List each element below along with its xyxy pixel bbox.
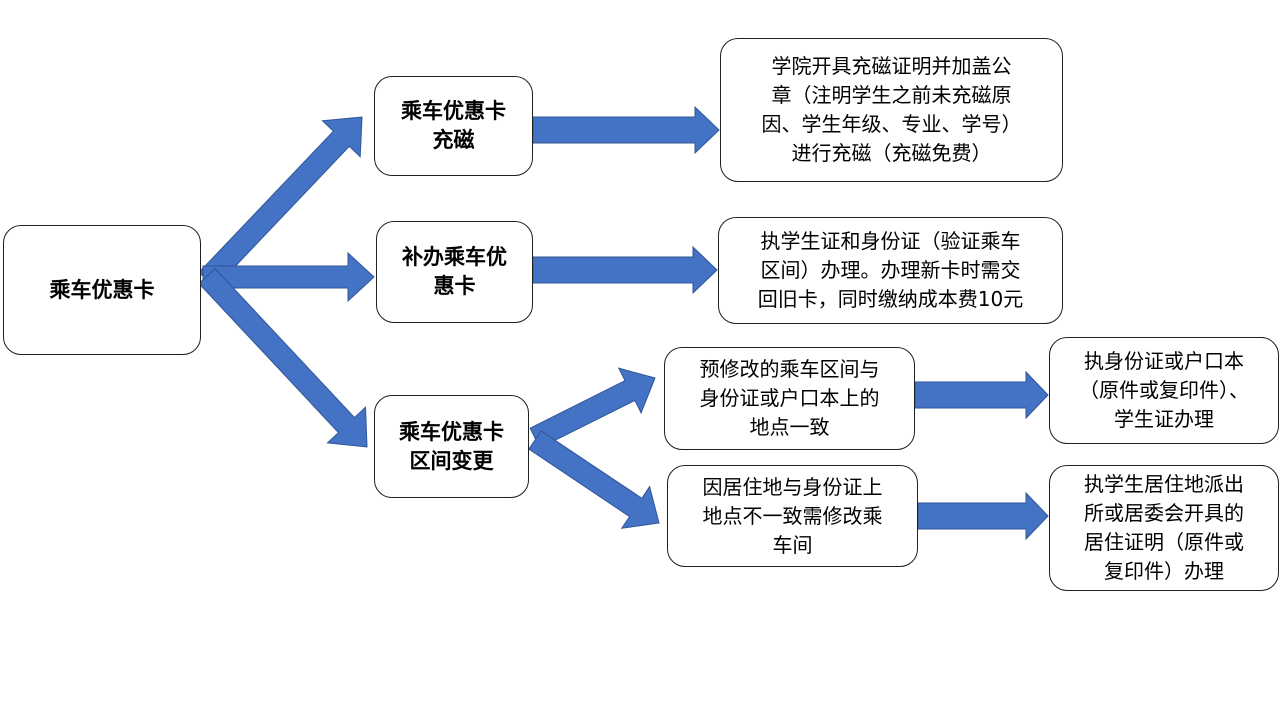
recharge-node: 乘车优惠卡充磁 — [374, 76, 533, 176]
change-case-a-detail-label: 执身份证或户口本（原件或复印件）、学生证办理 — [1079, 349, 1249, 431]
arrow-case-b-to-detail — [917, 491, 1049, 541]
change-case-a-detail-node: 执身份证或户口本（原件或复印件）、学生证办理 — [1049, 337, 1279, 444]
recharge-detail-node: 学院开具充磁证明并加盖公章（注明学生之前未充磁原因、学生年级、专业、学号）进行充… — [720, 38, 1063, 182]
reissue-detail-label: 执学生证和身份证（验证乘车区间）办理。办理新卡时需交回旧卡，同时缴纳成本费10元 — [757, 229, 1024, 311]
arrow-reissue-to-detail — [532, 245, 718, 295]
change-case-b-detail-node: 执学生居住地派出所或居委会开具的居住证明（原件或复印件）办理 — [1049, 465, 1279, 591]
reissue-node: 补办乘车优惠卡 — [376, 221, 533, 323]
root-node-label: 乘车优惠卡 — [49, 277, 155, 302]
reissue-node-label: 补办乘车优惠卡 — [402, 245, 507, 298]
arrow-change-to-case-b — [528, 430, 660, 529]
route-change-node: 乘车优惠卡区间变更 — [374, 395, 529, 498]
change-case-a-node: 预修改的乘车区间与身份证或户口本上的地点一致 — [664, 347, 915, 450]
arrow-recharge-to-detail — [532, 105, 720, 155]
recharge-detail-label: 学院开具充磁证明并加盖公章（注明学生之前未充磁原因、学生年级、专业、学号）进行充… — [761, 54, 1022, 165]
arrow-root-to-reissue — [202, 251, 375, 303]
recharge-node-label: 乘车优惠卡充磁 — [401, 99, 506, 152]
arrow-change-to-case-a — [529, 367, 656, 449]
change-case-a-label: 预修改的乘车区间与身份证或户口本上的地点一致 — [699, 357, 880, 439]
arrow-root-to-recharge — [198, 116, 363, 289]
reissue-detail-node: 执学生证和身份证（验证乘车区间）办理。办理新卡时需交回旧卡，同时缴纳成本费10元 — [718, 217, 1063, 324]
arrow-case-a-to-detail — [914, 370, 1049, 420]
arrow-root-to-route-change — [198, 267, 368, 448]
change-case-b-label: 因居住地与身份证上地点不一致需修改乘车间 — [702, 474, 883, 557]
route-change-node-label: 乘车优惠卡区间变更 — [399, 419, 504, 473]
change-case-b-node: 因居住地与身份证上地点不一致需修改乘车间 — [667, 465, 918, 567]
arrow-group — [198, 105, 1049, 541]
change-case-b-detail-label: 执学生居住地派出所或居委会开具的居住证明（原件或复印件）办理 — [1084, 472, 1244, 583]
root-node: 乘车优惠卡 — [3, 225, 201, 355]
